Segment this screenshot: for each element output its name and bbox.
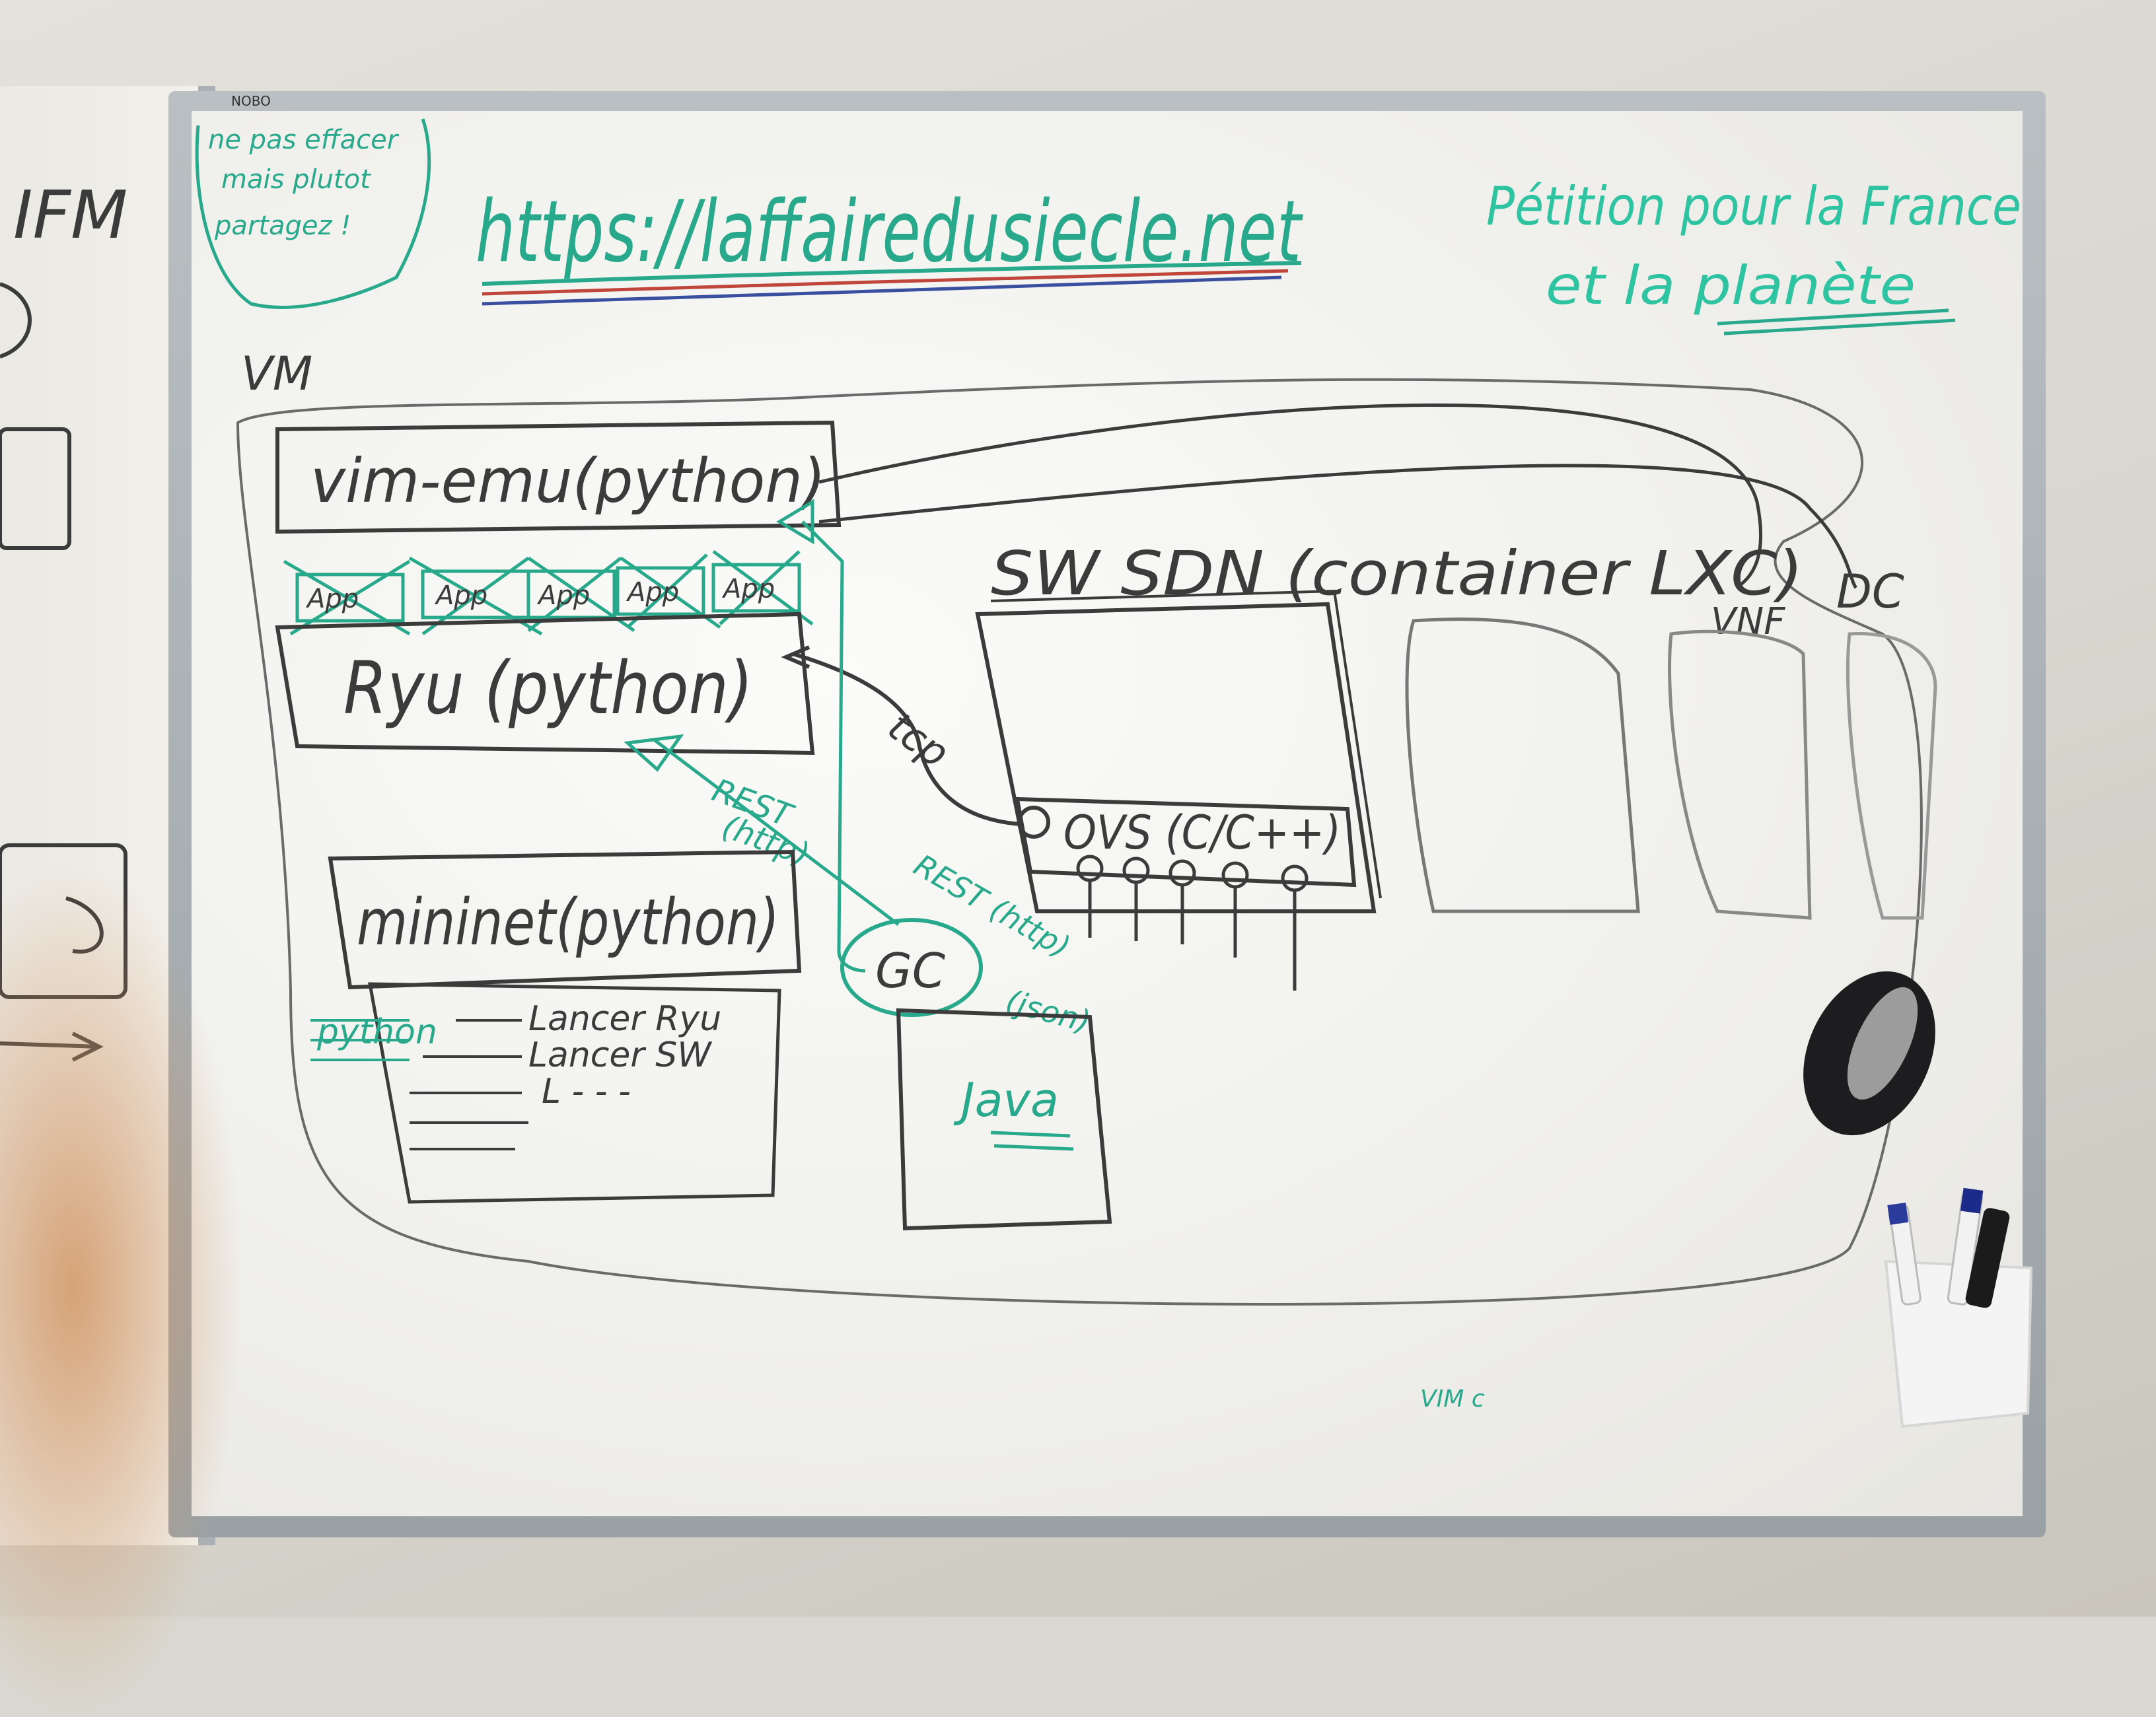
apps-row <box>283 549 814 636</box>
ovs-box <box>1015 796 1357 888</box>
container-box-3 <box>1668 629 1812 920</box>
gc-label: GC <box>875 943 946 999</box>
java-underline <box>990 1131 1074 1151</box>
script-line-1: Lancer Ryu <box>528 999 721 1039</box>
rest-arrow-ryu <box>624 734 684 772</box>
vm-label: VM <box>241 347 312 401</box>
tcp-arrow-head <box>781 645 810 669</box>
python-tag: python <box>316 1012 437 1052</box>
tcp-link <box>792 652 1021 826</box>
mininet-box <box>328 849 802 990</box>
ovs-ports <box>1076 855 1309 991</box>
script-line-3: L - - - <box>542 1072 631 1111</box>
vim-emu-to-vnf-line <box>818 403 1762 589</box>
ryu-box <box>275 612 815 755</box>
dc-label: DC <box>1836 565 1904 619</box>
script-page <box>367 982 781 1204</box>
whiteboard-surface <box>192 111 2023 1516</box>
corner-note-line-3: partagez ! <box>214 211 351 241</box>
brand-label: NOBO <box>231 93 271 109</box>
bottom-note: VIM c <box>1420 1385 1485 1413</box>
url-underline-blue <box>482 275 1282 306</box>
corner-note-outline <box>195 118 431 309</box>
petition-line-2: et la planète <box>1546 255 1916 316</box>
magnetic-eraser <box>1803 971 1935 1136</box>
sw-sdn-container-shadow <box>990 589 1382 899</box>
container-box-2 <box>1405 617 1640 913</box>
rest-arrow-vim-emu <box>776 499 814 545</box>
left-board-arc <box>0 282 32 359</box>
marker-holder <box>1884 1187 2033 1428</box>
vnf-label: VNF <box>1711 600 1785 643</box>
container-box-4 <box>1846 632 1937 920</box>
java-label: Java <box>953 1073 1059 1127</box>
url-underline-red <box>482 269 1289 296</box>
app-label-3: App <box>536 580 590 611</box>
app-label-4: App <box>626 577 679 608</box>
corner-note-line-2: mais plutot <box>221 164 371 195</box>
petition-underline-2 <box>1723 318 1956 335</box>
petition-line-1: Pétition pour la France <box>1486 176 2021 237</box>
mininet-label: mininet(python) <box>357 886 779 960</box>
java-box <box>896 1008 1112 1231</box>
rest-json-line-2: (json) <box>1002 983 1094 1039</box>
app-label-5: App <box>721 574 775 604</box>
left-board-box <box>0 427 71 550</box>
vim-emu-to-dc-line <box>818 464 1858 589</box>
petition-underline-1 <box>1717 308 1949 326</box>
rest-link-ryu <box>653 738 900 926</box>
script-lines <box>410 1019 528 1150</box>
corner-note-line-1: ne pas effacer <box>208 125 400 155</box>
vim-emu-label: vim-emu(python) <box>310 446 826 516</box>
gc-circle <box>840 918 983 1017</box>
left-board-fragment: IFM <box>13 176 127 254</box>
tcp-label: tcp <box>879 703 957 777</box>
url-underline-green <box>482 261 1302 286</box>
vm-outline <box>236 378 1923 1306</box>
ryu-label: Ryu (python) <box>343 646 753 730</box>
script-line-2: Lancer SW <box>528 1035 713 1075</box>
vim-emu-box <box>275 420 842 534</box>
app-label-2: App <box>434 580 487 611</box>
sw-sdn-container-box <box>975 602 1377 913</box>
whiteboard-drawing: NOBO IFM ne pas effacer mais plutot part… <box>0 93 2033 1428</box>
ovs-label: OVS (C/C++) <box>1063 806 1341 860</box>
ovs-port-main <box>1017 806 1050 839</box>
app-label-1: App <box>305 584 359 614</box>
python-tag-strike <box>310 1019 410 1061</box>
